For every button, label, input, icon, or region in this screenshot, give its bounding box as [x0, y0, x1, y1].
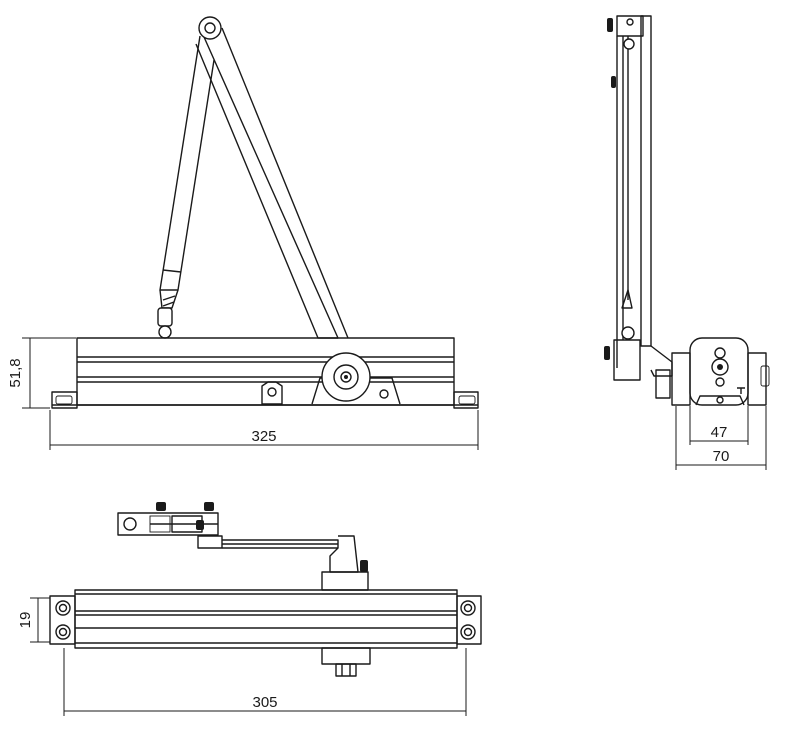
dim-length-front: 325 — [49, 410, 479, 450]
dim-height-front: 51,8 — [7, 337, 76, 409]
top-body — [49, 589, 482, 677]
top-view: 19 305 — [17, 502, 482, 716]
top-arm — [117, 502, 369, 591]
dim-depth-outer-label: 70 — [713, 448, 730, 465]
dim-length-front-label: 325 — [251, 428, 276, 445]
dim-height-top: 19 — [17, 597, 50, 643]
dim-depth-inner-label: 47 — [711, 424, 728, 441]
front-body — [51, 337, 479, 409]
dim-length-top-label: 305 — [252, 694, 277, 711]
front-view: 51,8 325 — [7, 16, 479, 450]
dim-length-top: 305 — [63, 648, 467, 716]
side-view: 47 70 — [604, 15, 770, 470]
dim-height-top-label: 19 — [17, 612, 34, 629]
front-main-arm — [195, 16, 349, 339]
front-forearm — [157, 35, 215, 339]
side-arm — [604, 15, 673, 399]
dim-depth-inner: 47 — [689, 406, 749, 445]
side-body — [671, 337, 770, 406]
dim-height-front-label: 51,8 — [7, 358, 24, 387]
dim-depth-outer: 70 — [675, 406, 767, 470]
